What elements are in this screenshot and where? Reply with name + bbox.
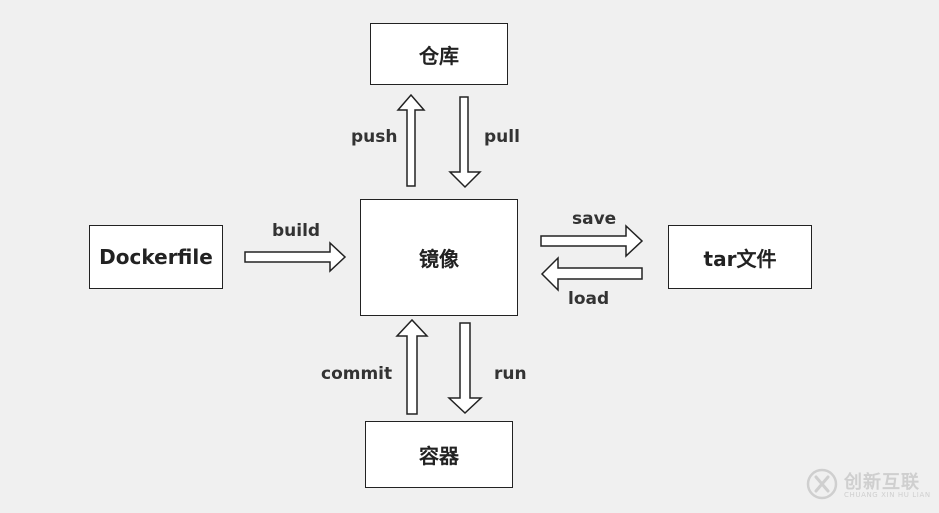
watermark: 创新互联 CHUANG XIN HU LIAN <box>806 466 934 504</box>
save-arrow <box>540 224 644 258</box>
container-label: 容器 <box>419 444 459 468</box>
load-arrow <box>540 256 643 292</box>
build-label: build <box>272 221 321 241</box>
tar-file-label: tar文件 <box>703 246 777 271</box>
container-node: 容器 <box>365 421 513 488</box>
push-label: push <box>351 127 398 147</box>
repository-node: 仓库 <box>370 23 508 85</box>
load-label: load <box>568 289 610 309</box>
repository-label: 仓库 <box>419 43 459 68</box>
image-node: 镜像 <box>360 199 518 316</box>
push-arrow <box>396 93 426 187</box>
watermark-logo-icon <box>806 468 838 500</box>
run-label: run <box>494 364 527 384</box>
commit-arrow <box>395 318 429 415</box>
dockerfile-label: Dockerfile <box>99 245 213 269</box>
image-label: 镜像 <box>419 247 459 271</box>
save-label: save <box>572 209 617 229</box>
tar-file-node: tar文件 <box>668 225 812 289</box>
watermark-subtitle: CHUANG XIN HU LIAN <box>844 491 931 499</box>
build-arrow <box>244 241 347 273</box>
pull-arrow <box>448 96 482 189</box>
pull-label: pull <box>484 127 520 147</box>
watermark-title: 创新互联 <box>844 472 920 493</box>
commit-label: commit <box>321 364 393 384</box>
run-arrow <box>447 322 483 415</box>
dockerfile-node: Dockerfile <box>89 225 223 289</box>
